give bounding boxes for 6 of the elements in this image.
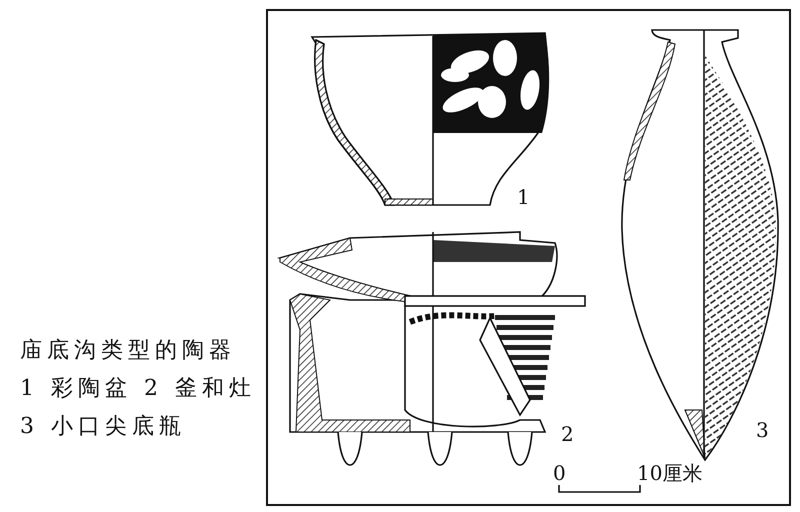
figure-caption: 庙底沟类型的陶器 1 彩陶盆 2 釜和灶 3 小口尖底瓶	[20, 337, 257, 441]
figure-number: 3	[756, 420, 769, 440]
figure-number: 2	[561, 424, 574, 444]
scale-label: 0	[553, 463, 566, 483]
figure-number: 1	[517, 187, 530, 207]
scale-label: 10厘米	[637, 463, 702, 483]
